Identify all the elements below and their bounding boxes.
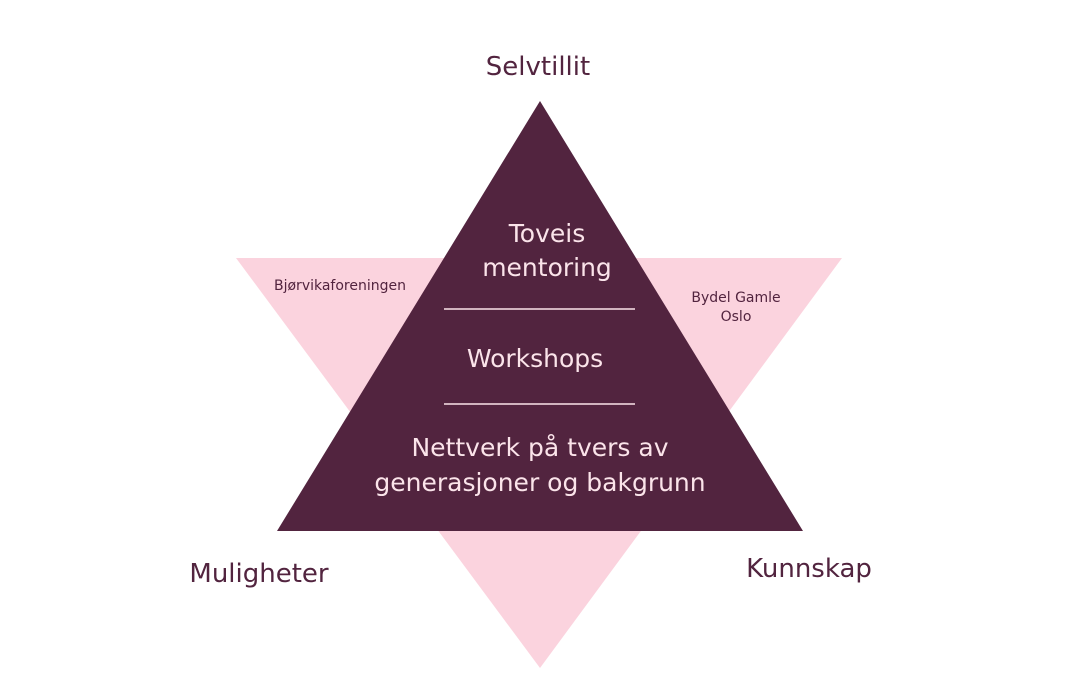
pink-label-right-line2: Oslo bbox=[721, 309, 752, 325]
section-workshops: Workshops bbox=[467, 344, 603, 373]
section-network-line1: Nettverk på tvers av bbox=[411, 433, 668, 462]
pink-label-left: Bjørvikaforeningen bbox=[274, 278, 406, 294]
corner-label-top: Selvtillit bbox=[486, 52, 590, 82]
corner-label-bottom-right: Kunnskap bbox=[746, 554, 872, 584]
dark-upright-triangle bbox=[277, 101, 803, 531]
section-mentoring-line1: Toveis bbox=[508, 219, 585, 248]
corner-label-bottom-left: Muligheter bbox=[189, 559, 329, 589]
section-network-line2: generasjoner og bakgrunn bbox=[374, 468, 705, 497]
section-mentoring-line2: mentoring bbox=[482, 253, 612, 282]
pink-label-right-line1: Bydel Gamle bbox=[691, 290, 780, 306]
